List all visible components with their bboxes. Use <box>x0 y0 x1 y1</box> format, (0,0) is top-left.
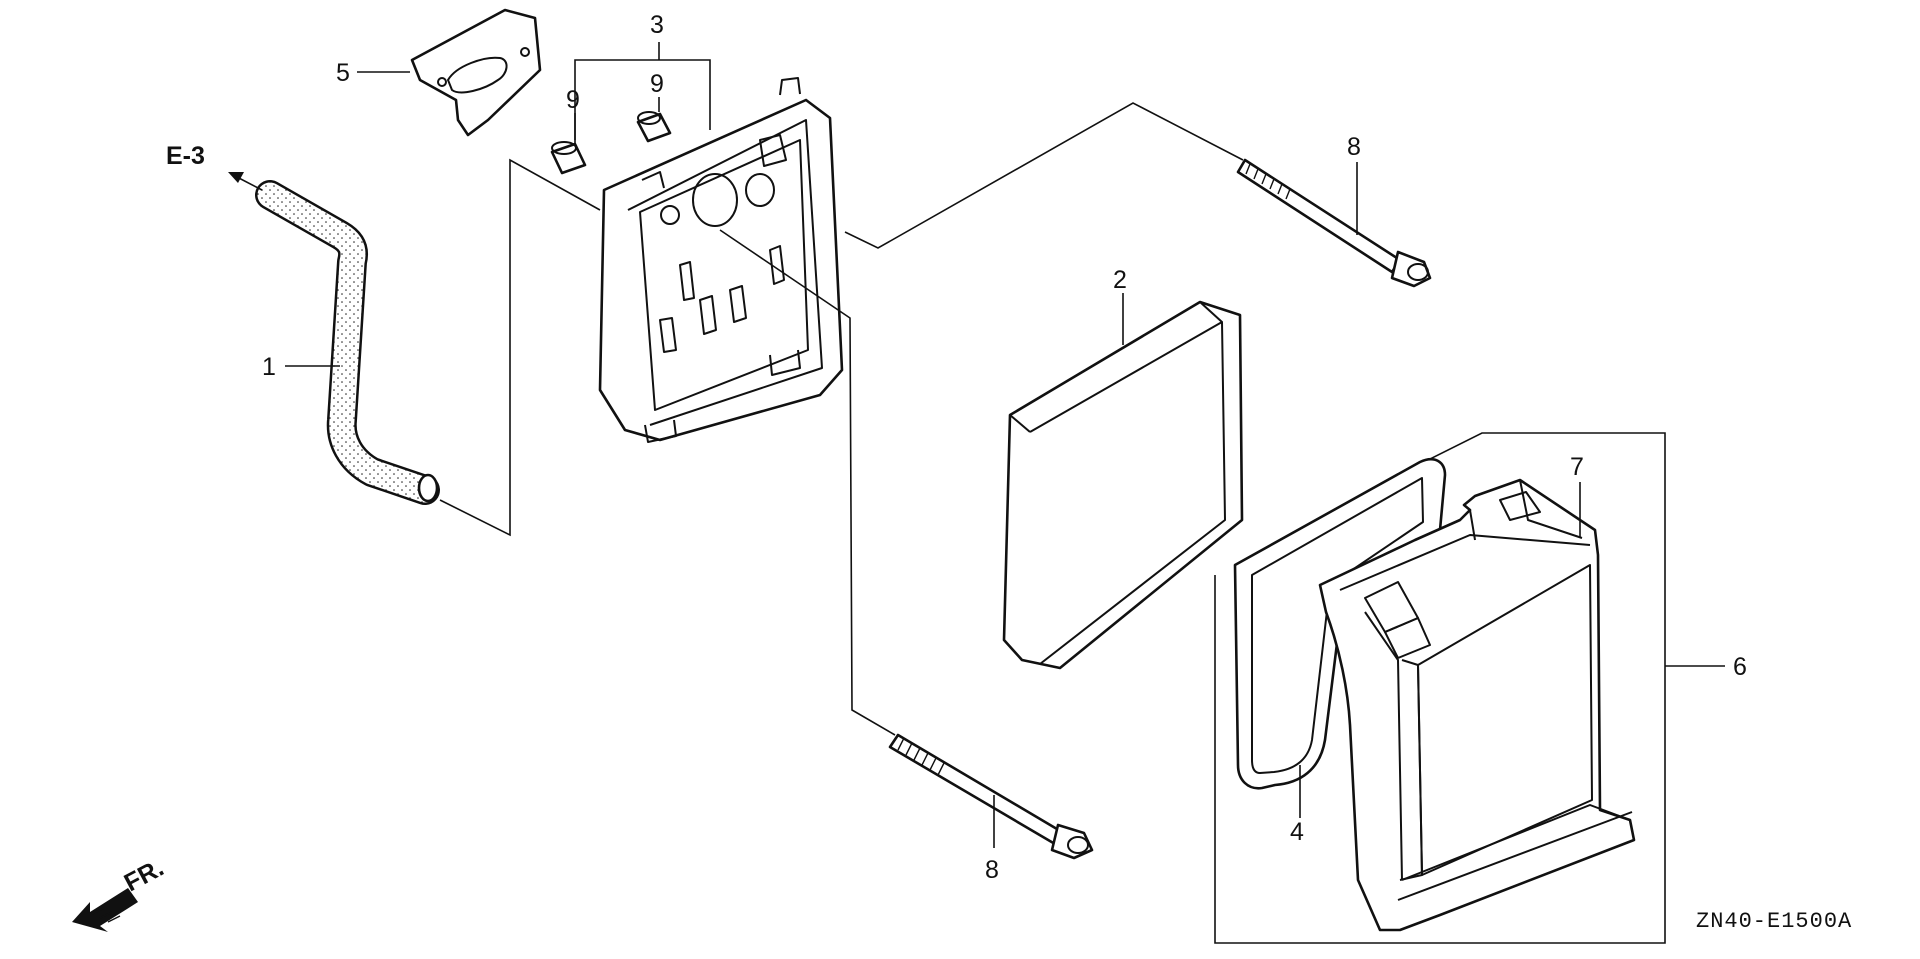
bolt-lower-connection-line <box>719 229 896 736</box>
upper-bolt-part <box>1236 158 1432 288</box>
callout-6: 6 <box>1733 653 1747 681</box>
callout-5: 5 <box>336 59 350 87</box>
callout-4: 4 <box>1290 818 1304 846</box>
leader-6-bracket <box>1214 432 1666 944</box>
callout-9-right: 9 <box>650 70 664 98</box>
callout-8-upper: 8 <box>1347 133 1361 161</box>
callout-8-lower: 8 <box>985 856 999 884</box>
cover-seal-part <box>1233 457 1447 790</box>
leader-3-bracket <box>574 59 711 150</box>
callout-3: 3 <box>650 11 664 39</box>
callout-1: 1 <box>262 353 276 381</box>
breather-hose-part <box>255 180 440 505</box>
callout-2: 2 <box>1113 266 1127 294</box>
reference-label-e3: E-3 <box>166 142 205 170</box>
air-cleaner-cover-part <box>1318 478 1636 932</box>
callout-9-left: 9 <box>566 86 580 114</box>
front-direction-arrow <box>72 888 138 932</box>
bolt-upper-connection-line <box>844 102 1244 249</box>
air-cleaner-base-part <box>598 77 844 443</box>
spacer-collar-right <box>636 111 672 143</box>
drawing-code: ZN40-E1500A <box>1696 909 1852 934</box>
callout-7: 7 <box>1570 453 1584 481</box>
gasket-plate-part <box>410 8 542 137</box>
filter-element-part <box>1002 300 1244 670</box>
reference-arrow-e3 <box>228 172 263 191</box>
hose-connection-line <box>439 158 601 537</box>
lower-bolt-part <box>888 733 1094 860</box>
spacer-collar-left <box>550 141 587 175</box>
